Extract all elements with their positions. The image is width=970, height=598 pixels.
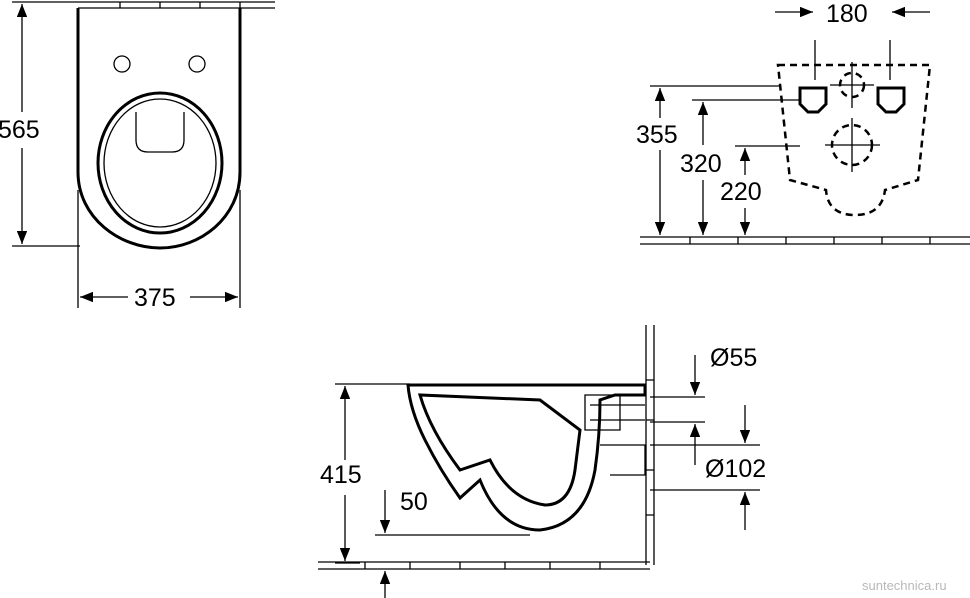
offset-dimension: 50 [400,488,428,516]
flush-rim [135,112,185,153]
bowl-outline [76,8,242,250]
seat-opening [96,91,224,235]
top-view: 565 375 [0,1,275,312]
bowl-profile [406,383,647,532]
seat-hole-left [113,55,131,73]
fixing-hole-right [876,86,906,114]
depth-dimension: 565 [0,116,40,144]
side-view: 415 50 Ø55 Ø102 [318,325,766,598]
fixing-hole-left [798,86,828,114]
seat-hole-right [188,55,206,73]
height-dimension: 415 [320,461,362,489]
height-320-dimension: 320 [680,150,722,178]
bowl-outline-hidden [776,63,932,217]
back-view: 180 355 320 220 [636,0,970,245]
wall-segments [78,1,275,9]
height-220-dimension: 220 [720,178,762,206]
diameter-55-dimension: Ø55 [710,344,757,372]
diameter-102-dimension: Ø102 [705,455,766,483]
watermark: suntechnica.ru [862,578,947,593]
height-355-dimension: 355 [636,121,678,149]
width-dimension: 375 [134,284,176,312]
hole-spacing-dimension: 180 [826,0,868,28]
